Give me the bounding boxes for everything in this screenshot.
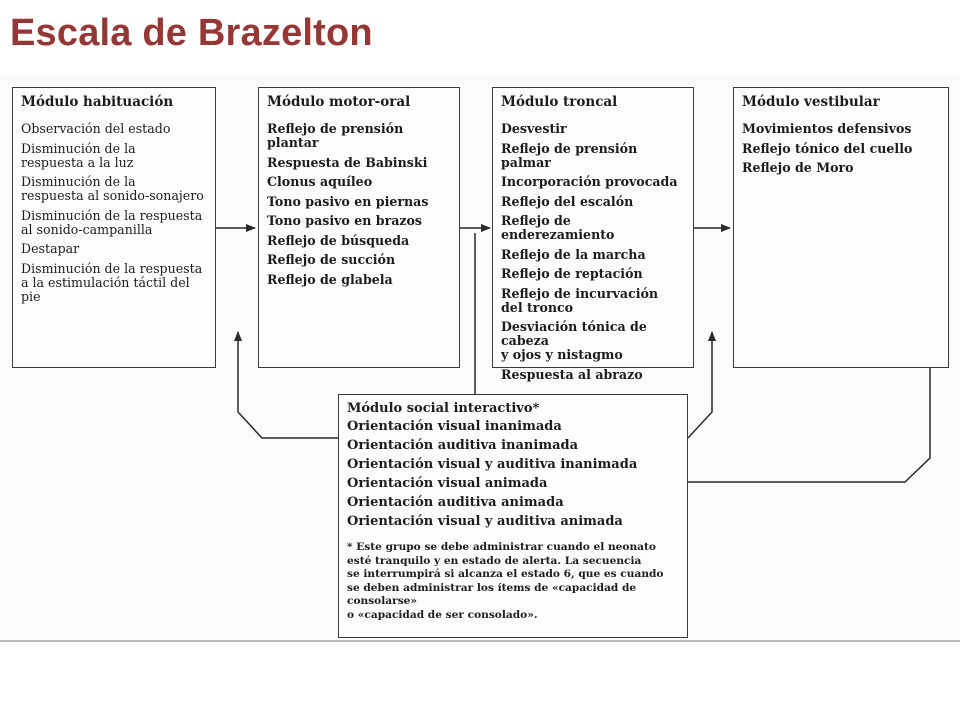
module-item: Clonus aquíleo [267, 174, 373, 189]
arrow-social-to-troncal [687, 331, 716, 439]
module-item: Destapar [21, 241, 80, 256]
module-item: Incorporación provocada [501, 174, 678, 189]
page-title: Escala de Brazelton [10, 12, 373, 54]
module-item: Respuesta al abrazo [501, 366, 643, 382]
module-item: Observación del estado [21, 121, 171, 136]
module-item: Reflejo de glabela [267, 271, 393, 287]
arrow-social-to-habituacion [234, 331, 340, 439]
module-item: Reflejo de incurvación del tronco [501, 285, 659, 315]
footnote: * Este grupo se debe administrar cuando … [347, 541, 664, 621]
module-item: Reflejo de búsqueda [267, 232, 410, 248]
module-item: Orientación auditiva inanimada [347, 438, 579, 453]
module-habituacion: Módulo habituación Observación del estad… [12, 87, 216, 368]
module-item: Movimientos defensivos [742, 121, 912, 136]
module-social: Módulo social interactivo* Orientación v… [338, 394, 688, 638]
module-vestibular: Módulo vestibular Movimientos defensivos… [733, 87, 949, 368]
module-item: Orientación visual inanimada [347, 419, 562, 434]
module-item: Reflejo de enderezamiento [501, 213, 615, 242]
module-item: Disminución de la respuesta al sonido-ca… [21, 207, 203, 237]
module-item: Reflejo de Moro [742, 160, 854, 175]
module-item: Reflejo de reptación [501, 266, 643, 281]
module-header: Módulo vestibular [742, 94, 880, 110]
module-item: Orientación auditiva animada [347, 495, 564, 510]
module-item: Tono pasivo en brazos [267, 213, 423, 228]
bottom-divider [0, 640, 960, 642]
module-item: Reflejo tónico del cuello [742, 140, 913, 156]
module-header: Módulo social interactivo* [347, 401, 540, 416]
module-item: Disminución de la respuesta al sonido-so… [21, 174, 204, 203]
module-item: Reflejo de succión [267, 252, 396, 267]
module-item: Disminución de la respuesta a la luz [21, 140, 136, 170]
module-header: Módulo habituación [21, 94, 174, 110]
module-header: Módulo troncal [501, 94, 618, 110]
module-motor-oral: Módulo motor-oral Reflejo de prensión pl… [258, 87, 460, 368]
module-item: Orientación visual y auditiva animada [347, 514, 623, 529]
module-troncal: Módulo troncal Desvestir Reflejo de pren… [492, 87, 694, 381]
module-item: Tono pasivo en piernas [267, 193, 429, 209]
module-item: Desviación tónica de cabeza y ojos y nis… [501, 319, 647, 362]
module-item: Respuesta de Babinski [267, 154, 428, 170]
module-item: Reflejo de prensión plantar [267, 121, 404, 150]
module-item: Disminución de la respuesta a la estimul… [21, 260, 203, 304]
module-item: Reflejo de prensión palmar [501, 140, 638, 170]
module-item: Reflejo de la marcha [501, 246, 646, 262]
module-item: Reflejo del escalón [501, 193, 634, 209]
module-header: Módulo motor-oral [267, 94, 411, 110]
module-item: Orientación visual animada [347, 476, 548, 491]
module-item: Orientación visual y auditiva inanimada [347, 457, 638, 472]
module-item: Desvestir [501, 121, 567, 136]
arrow-social-to-vestibular [688, 331, 934, 483]
